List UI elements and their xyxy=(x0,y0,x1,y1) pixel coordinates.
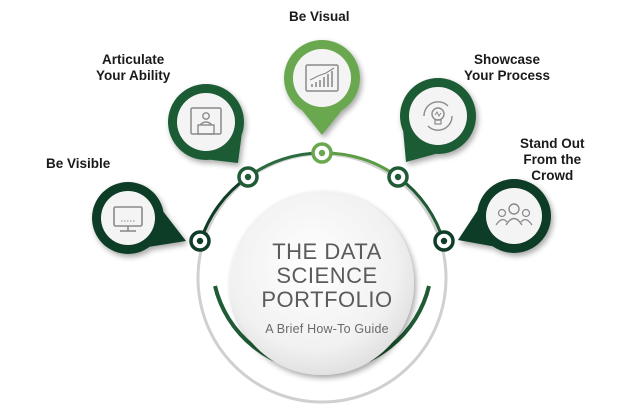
step-bubble-4 xyxy=(400,78,476,162)
people-group-icon xyxy=(495,203,533,226)
center-subtitle: A Brief How-To Guide xyxy=(265,322,389,336)
step-bubble-2 xyxy=(168,84,244,163)
ring-node-5 xyxy=(433,230,455,252)
monitor-icon xyxy=(113,206,143,232)
bubble-inner xyxy=(409,87,467,145)
ring-node-4 xyxy=(387,166,409,188)
ring-node-1 xyxy=(189,230,211,252)
label-articulate-your-ability: Articulate Your Ability xyxy=(96,52,171,83)
step-bubble-5 xyxy=(458,179,551,253)
bubble-inner xyxy=(101,191,155,245)
bubble-tail xyxy=(149,211,186,247)
step-bubble-3 xyxy=(284,40,360,135)
presenter-podium-icon xyxy=(190,107,222,135)
step-bubble-1 xyxy=(92,182,186,254)
label-showcase-your-process: Showcase Your Process xyxy=(464,52,551,83)
ring-node-3 xyxy=(311,142,333,164)
arc-left-upper xyxy=(247,151,323,179)
label-be-visible: Be Visible xyxy=(46,156,111,171)
bubble-inner xyxy=(486,188,542,244)
bubble-inner xyxy=(293,49,351,107)
center-title: THE DATA SCIENCE PORTFOLIO xyxy=(261,239,393,312)
label-be-visual: Be Visual xyxy=(289,9,350,24)
ring-node-2 xyxy=(237,166,259,188)
center-text: THE DATA SCIENCE PORTFOLIO A Brief How-T… xyxy=(232,239,422,337)
lightbulb-cycle-icon xyxy=(423,101,453,131)
center-circle xyxy=(230,191,414,375)
bubble-tail xyxy=(302,110,342,135)
chart-icon xyxy=(305,64,339,92)
label-stand-out-from-the-crowd: Stand Out From the Crowd xyxy=(520,136,585,183)
